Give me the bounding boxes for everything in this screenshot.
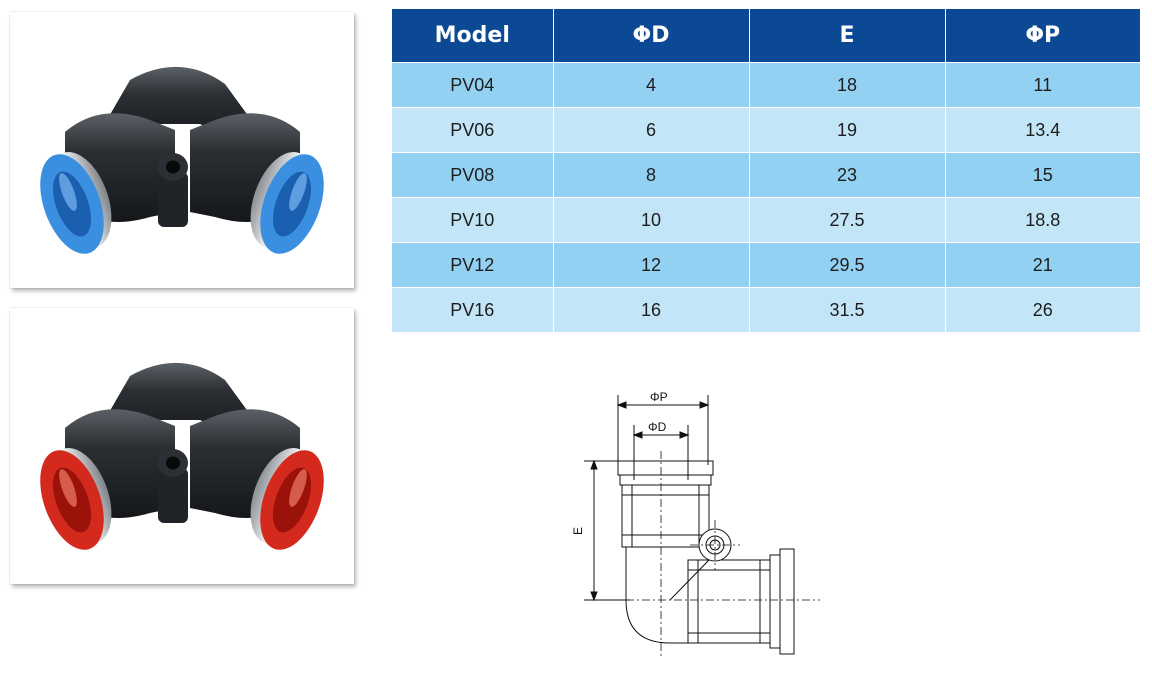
- label-phi-p: ΦP: [650, 390, 668, 404]
- cell-phi-p: 18.8: [945, 197, 1140, 243]
- product-photo-red: [10, 308, 354, 584]
- table-row: PV12 12 29.5 21: [392, 242, 1140, 288]
- cell-model: PV06: [392, 107, 554, 153]
- cell-e: 31.5: [749, 287, 946, 332]
- cell-e: 27.5: [749, 197, 946, 243]
- cell-model: PV08: [392, 152, 554, 198]
- cell-model: PV16: [392, 287, 554, 332]
- cell-e: 29.5: [749, 242, 946, 288]
- label-phi-d: ΦD: [648, 420, 667, 434]
- product-photo-blue: [10, 12, 354, 288]
- cell-model: PV10: [392, 197, 554, 243]
- elbow-fitting-blue-image: [40, 66, 324, 254]
- table-row: PV16 16 31.5 26: [392, 287, 1140, 332]
- cell-e: 19: [749, 107, 946, 153]
- cell-phi-p: 11: [945, 62, 1140, 108]
- table-row: PV04 4 18 11: [392, 62, 1140, 108]
- header-e: E: [749, 9, 946, 63]
- cell-phi-p: 13.4: [945, 107, 1140, 153]
- spec-table: Model ΦD E ΦP PV04 4 18 11 PV06 6 19 13.…: [392, 9, 1140, 332]
- table-row: PV06 6 19 13.4: [392, 107, 1140, 153]
- header-phi-p: ΦP: [945, 9, 1140, 63]
- cell-phi-p: 15: [945, 152, 1140, 198]
- cell-model: PV04: [392, 62, 554, 108]
- cell-phi-d: 4: [553, 62, 750, 108]
- cell-model: PV12: [392, 242, 554, 288]
- cell-e: 23: [749, 152, 946, 198]
- cell-phi-d: 10: [553, 197, 750, 243]
- cell-phi-d: 12: [553, 242, 750, 288]
- header-model: Model: [392, 9, 554, 63]
- cell-phi-d: 16: [553, 287, 750, 332]
- table-row: PV08 8 23 15: [392, 152, 1140, 198]
- cell-phi-p: 26: [945, 287, 1140, 332]
- header-phi-d: ΦD: [553, 9, 750, 63]
- cell-e: 18: [749, 62, 946, 108]
- elbow-fitting-red-image: [40, 362, 324, 550]
- cell-phi-d: 6: [553, 107, 750, 153]
- cell-phi-d: 8: [553, 152, 750, 198]
- label-e: E: [571, 527, 585, 535]
- cell-phi-p: 21: [945, 242, 1140, 288]
- table-row: PV10 10 27.5 18.8: [392, 197, 1140, 243]
- table-header-row: Model ΦD E ΦP: [392, 9, 1140, 63]
- technical-drawing: ΦP ΦD E: [571, 390, 820, 657]
